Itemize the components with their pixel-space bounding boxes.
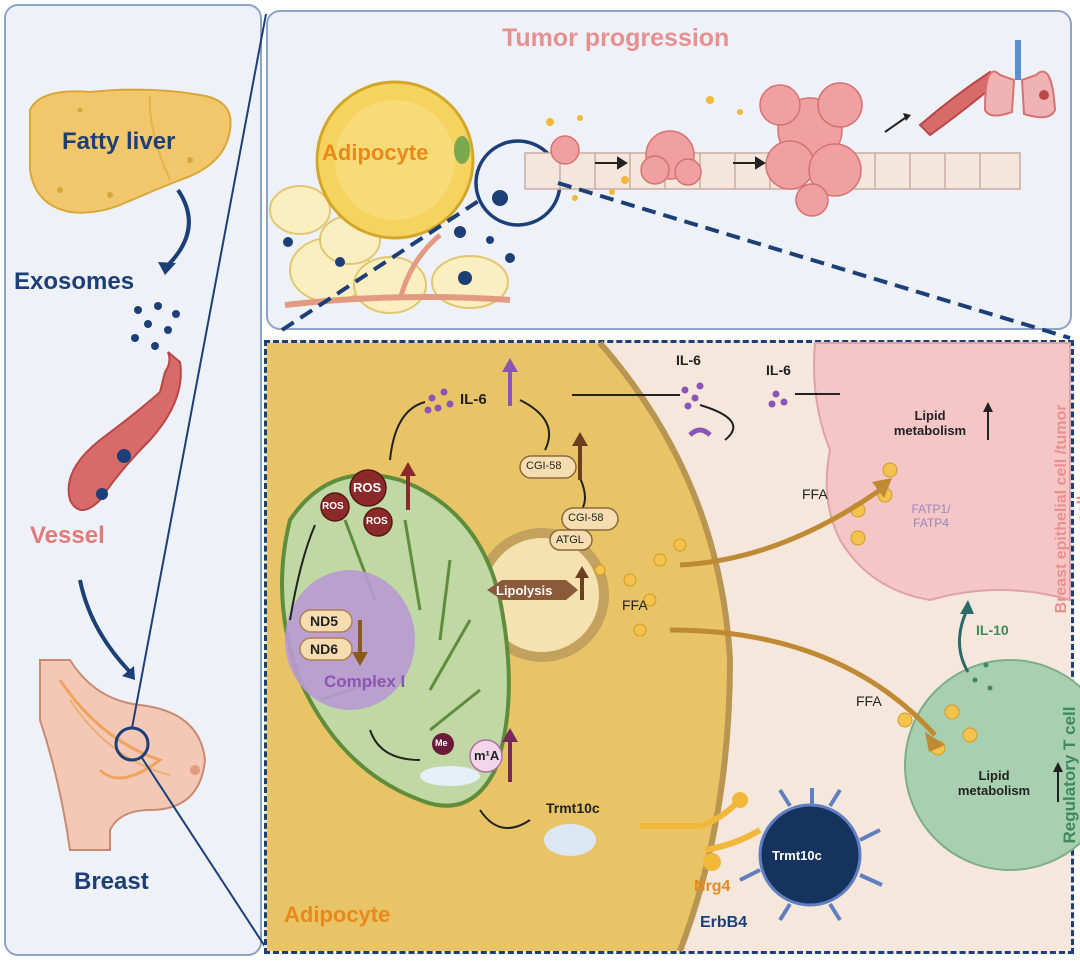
regulatory-t-cell-label: Regulatory T cell	[1060, 706, 1079, 844]
trmt10c-label-exosome: Trmt10c	[772, 848, 822, 863]
ffa-label-1: FFA	[622, 597, 648, 613]
m1a-label: m¹A	[474, 748, 500, 763]
top-adipocyte-label: Adipocyte	[322, 140, 429, 165]
fatty-liver-label: Fatty liver	[62, 128, 176, 155]
vessel-icon	[67, 351, 182, 511]
lipid-metabolism-treg: Lipid metabolism	[957, 768, 1031, 798]
erbb4-label: ErbB4	[700, 914, 748, 931]
breast-epithelial-cell	[813, 342, 1071, 602]
ros-label-2: ROS	[322, 501, 344, 512]
vessel-label: Vessel	[30, 522, 105, 549]
nd5-label: ND5	[310, 613, 339, 629]
atgl-label: ATGL	[556, 534, 584, 546]
lipolysis-label: Lipolysis	[496, 583, 553, 598]
ros-label: ROS	[353, 480, 382, 495]
lipid-metabolism-tumor: Lipid metabolism	[893, 408, 967, 438]
left-illustrations	[29, 13, 267, 949]
me-label: Me	[435, 738, 448, 748]
il6-label-out-2: IL-6	[766, 362, 791, 378]
complex-1	[285, 570, 415, 710]
exosome-dots	[131, 302, 180, 350]
ffa-label-2: FFA	[802, 486, 828, 502]
breast-label: Breast	[74, 868, 149, 895]
trmt10c-label-cytosol: Trmt10c	[546, 800, 600, 816]
il6-label-main: IL-6	[460, 391, 487, 408]
detail-adipocyte-label: Adipocyte	[284, 902, 391, 927]
tumor-progression-title: Tumor progression	[502, 24, 730, 52]
ffa-label-3: FFA	[856, 693, 882, 709]
cgi58-label-2: CGI-58	[568, 512, 604, 524]
top-illustrations	[269, 40, 1071, 340]
il6-label-out-1: IL-6	[676, 352, 701, 368]
fatp-label: FATP1/ FATP4	[911, 502, 951, 530]
exosomes-label: Exosomes	[14, 268, 135, 295]
nd6-label: ND6	[310, 641, 339, 657]
il10-label: IL-10	[976, 622, 1009, 638]
regulatory-t-cell	[904, 659, 1080, 871]
liver-icon	[29, 88, 232, 214]
nrg4-label: Nrg4	[694, 878, 731, 895]
breast-epithelial-cell-label: Breast epithelial cell /tumor cell	[1053, 404, 1080, 614]
complex1-label: Complex I	[324, 672, 406, 691]
ros-label-3: ROS	[366, 516, 388, 527]
cgi58-label-1: CGI-58	[526, 460, 562, 472]
